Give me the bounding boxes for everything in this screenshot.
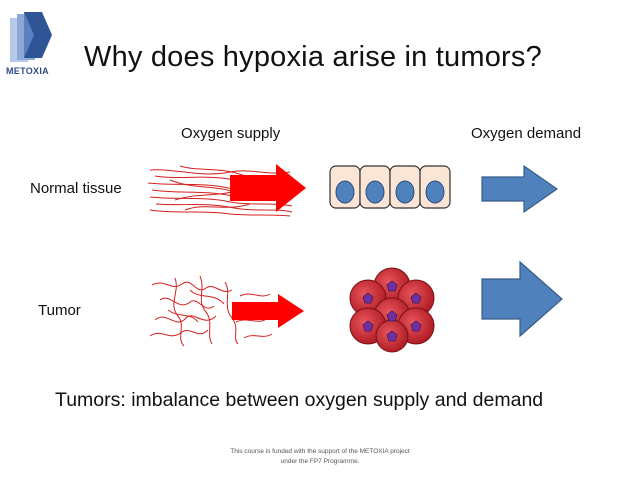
tumor-nuclei (362, 280, 422, 342)
slide-title: Why does hypoxia arise in tumors? (84, 41, 542, 73)
normal-cells (329, 165, 451, 209)
footer-line-2: under the FP7 Programme. (280, 458, 360, 465)
tumor-label: Tumor (38, 302, 81, 319)
normal-tissue-label: Normal tissue (30, 180, 122, 197)
footer-line-1: This course is funded with the support o… (230, 448, 410, 455)
tumor-supply-arrow (232, 294, 304, 328)
slide-caption: Tumors: imbalance between oxygen supply … (55, 389, 544, 411)
tumor-demand-arrow (481, 260, 563, 338)
oxygen-demand-header: Oxygen demand (471, 125, 582, 142)
normal-demand-arrow (481, 164, 559, 214)
tumor-vessels (149, 275, 273, 347)
normal-supply-arrow (230, 164, 306, 212)
metoxia-logo-icon (10, 12, 52, 62)
oxygen-supply-header: Oxygen supply (181, 125, 281, 142)
logo-text: METOXIA (6, 66, 49, 76)
